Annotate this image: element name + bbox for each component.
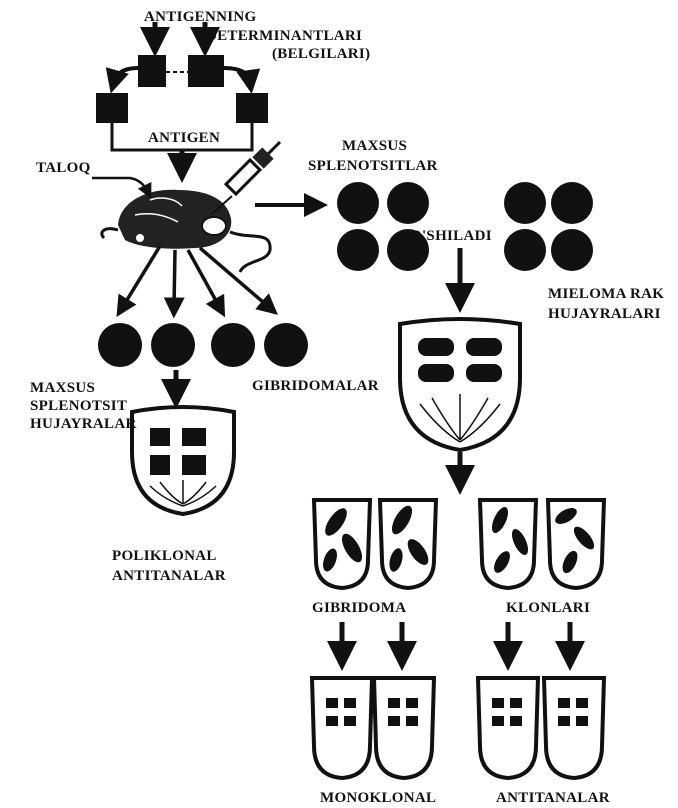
clone-tube [314, 500, 370, 588]
label-hybridoma: GIBRIDOMA [312, 600, 406, 616]
arrow [200, 248, 270, 308]
myeloma-cells-cluster [504, 182, 593, 271]
label-spleen: TALOQ [36, 160, 91, 176]
label-myeloma-2: HUJAYRALARI [548, 306, 661, 322]
clone-tube [548, 500, 604, 588]
splenocyte-cell [98, 323, 142, 367]
myeloma-cell [504, 182, 546, 224]
mouse-illustration [102, 190, 270, 272]
hybridoma-dish [400, 319, 520, 450]
label-specific-splenocytes-1: MAXSUS [342, 138, 407, 154]
label-antigen-determinants-3: (BELGILARI) [272, 46, 370, 62]
arrow [114, 68, 138, 82]
label-fuses: O'SHILADI [410, 228, 492, 244]
myeloma-cell [551, 182, 593, 224]
myeloma-cell [504, 229, 546, 271]
monoclonal-tube [478, 678, 538, 778]
monoclonal-tube [374, 678, 434, 778]
antigen-determinant-square [96, 93, 128, 123]
label-antibodies: ANTITANALAR [496, 790, 610, 806]
myeloma-cell [551, 229, 593, 271]
label-antigen: ANTIGEN [148, 130, 220, 146]
monoclonal-tube [544, 678, 604, 778]
polyclonal-dish [132, 407, 234, 514]
arrow [224, 68, 250, 82]
antigen-determinant-square [236, 93, 268, 123]
label-monoclonal: MONOKLONAL [320, 790, 436, 806]
antigen-determinant-square [138, 55, 166, 87]
splenocyte-cell [337, 229, 379, 271]
clone-tube [380, 500, 436, 588]
label-myeloma-1: MIELOMA RAK [548, 286, 664, 302]
arrow [174, 250, 175, 308]
specific-splenocytes-cluster [337, 182, 429, 271]
label-hybridomas: GIBRIDOMALAR [252, 378, 379, 394]
label-antigen-determinants-1: ANTIGENNING [144, 9, 257, 25]
label-polyclonal-1: POLIKLONAL [112, 548, 217, 564]
clone-tube [480, 500, 536, 588]
splenocyte-cell [337, 182, 379, 224]
label-specific-splenocytes-2: SPLENOTSITLAR [308, 158, 438, 174]
arrow [92, 178, 148, 192]
monoclonal-tube [312, 678, 372, 778]
label-clones: KLONLARI [506, 600, 590, 616]
splenocyte-cell [264, 323, 308, 367]
arrow [188, 250, 220, 308]
label-specific-splenocyte-cells-2: SPLENOTSIT [30, 398, 127, 414]
label-polyclonal-2: ANTITANALAR [112, 568, 226, 584]
label-antigen-determinants-2: DETERMINANTLARI [206, 28, 362, 44]
splenocyte-cells-row [98, 323, 308, 367]
arrow [122, 246, 160, 308]
label-specific-splenocyte-cells-1: MAXSUS [30, 380, 95, 396]
antigen-determinant-square [188, 55, 224, 87]
splenocyte-cell [387, 182, 429, 224]
label-specific-splenocyte-cells-3: HUJAYRALAR [30, 416, 137, 432]
splenocyte-cell [151, 323, 195, 367]
splenocyte-cell [211, 323, 255, 367]
